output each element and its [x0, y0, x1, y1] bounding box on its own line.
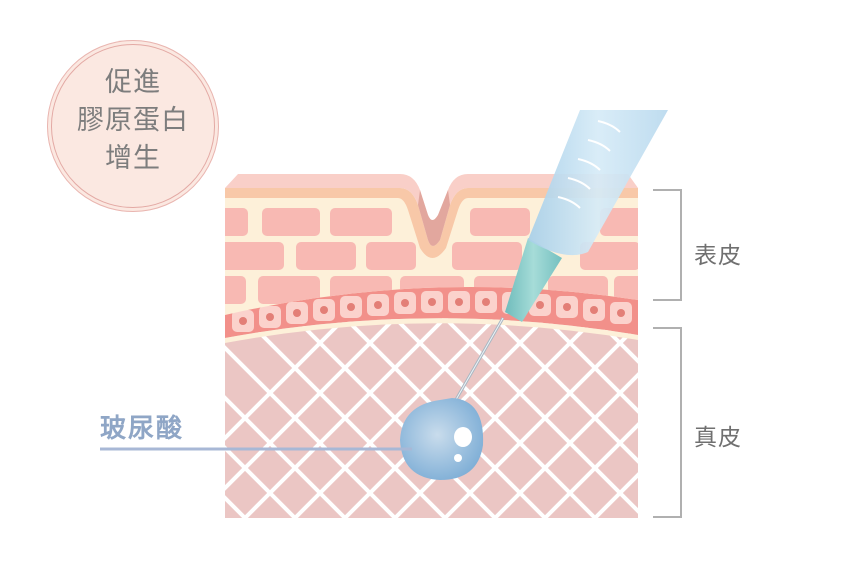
epidermis-bracket	[653, 189, 682, 301]
badge-line-3: 增生	[105, 143, 161, 174]
hyaluronic-acid-label: 玻尿酸	[100, 414, 185, 444]
badge-text: 促進 膠原蛋白 增生	[47, 64, 219, 178]
hyaluronic-droplet	[400, 398, 484, 480]
syringe-hub	[505, 238, 562, 322]
collagen-badge: 促進 膠原蛋白 增生	[47, 40, 219, 212]
syringe-markings	[557, 120, 621, 209]
epidermis-label: 表皮	[694, 243, 742, 269]
dermis-bracket	[653, 327, 682, 518]
badge-ring	[51, 44, 215, 208]
syringe-barrel	[528, 110, 668, 256]
badge-line-1: 促進	[105, 67, 161, 98]
dermis-label: 真皮	[694, 425, 742, 451]
badge-line-2: 膠原蛋白	[77, 105, 189, 136]
